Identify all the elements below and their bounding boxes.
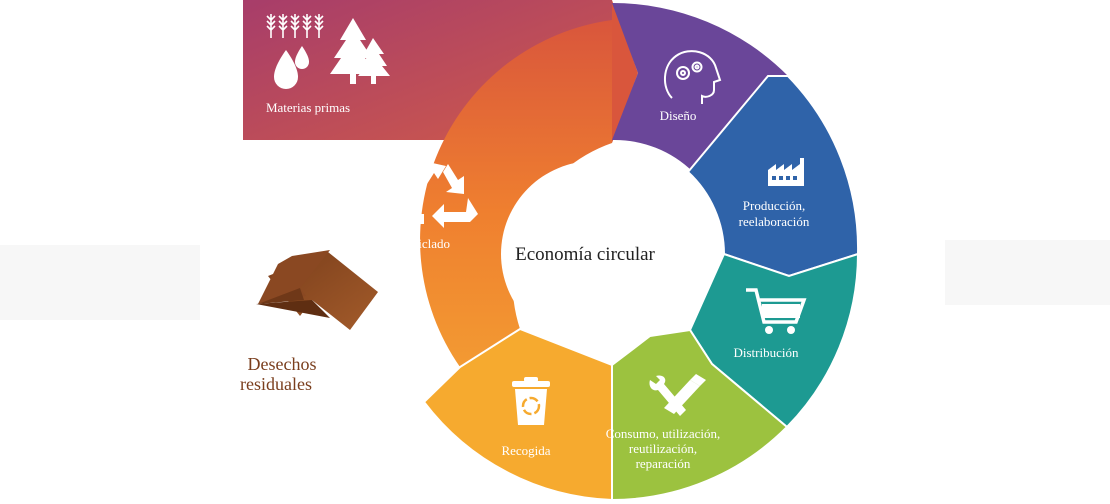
center-title: Economía circular <box>515 244 655 265</box>
waste-arrow <box>256 250 378 330</box>
label-produccion-line2: reelaboración <box>739 214 810 229</box>
label-distribucion: Distribución <box>734 345 799 360</box>
label-produccion-line1: Producción, <box>743 198 805 213</box>
center-circle <box>501 161 687 347</box>
waste-label-line2: residuales <box>240 374 312 394</box>
label-recogida: Recogida <box>501 443 550 458</box>
segment-consumo <box>611 328 789 502</box>
label-reciclado: Reciclado <box>398 236 450 251</box>
label-diseno: Diseño <box>660 108 697 123</box>
water-drops-icon <box>274 46 309 89</box>
waste-label-line1: Desechos <box>248 354 317 374</box>
shopping-cart-icon <box>746 288 807 334</box>
background-band-right <box>945 240 1110 305</box>
trees-icon <box>330 18 390 84</box>
recycle-bin-icon <box>512 377 550 425</box>
label-consumo-line1: Consumo, utilización, <box>606 426 720 441</box>
factory-icon <box>768 158 804 186</box>
raw-materials-label: Materias primas <box>266 100 350 115</box>
tools-icon <box>649 374 706 416</box>
label-consumo-line2: reutilización, <box>629 441 697 456</box>
head-gears-icon <box>664 50 722 104</box>
label-consumo-line3: reparación <box>636 456 691 471</box>
wheat-icon <box>266 14 324 38</box>
segment-diseno <box>612 2 788 172</box>
recycle-icon <box>398 162 478 228</box>
background-band-left <box>0 245 200 320</box>
segment-reciclado <box>420 0 638 367</box>
